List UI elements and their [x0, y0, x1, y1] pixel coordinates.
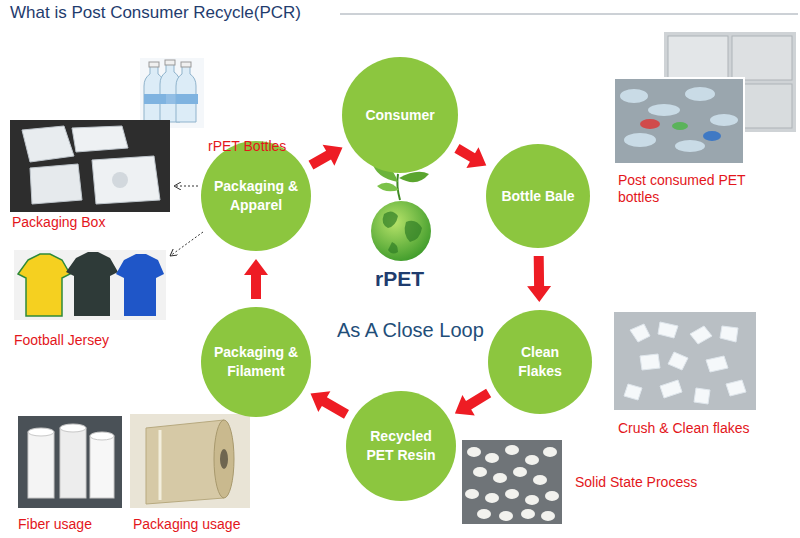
process-circle: Bottle Bale: [486, 144, 590, 248]
packaging-box-picture: [10, 120, 170, 212]
process-circle: Clean Flakes: [488, 310, 592, 414]
center-label: rPET: [375, 266, 424, 291]
flow-arrow: [455, 389, 491, 416]
process-circle: Consumer: [342, 57, 458, 173]
picture-caption: Post consumed PET bottles: [618, 172, 783, 206]
bale-picture: [614, 32, 796, 164]
flow-arrow: [244, 259, 268, 299]
leader-arrow: [174, 186, 198, 187]
node-label: Packaging & Apparel: [214, 177, 299, 215]
node-text-group: Packaging & Apparel: [214, 177, 299, 215]
picture-caption: rPET Bottles: [208, 138, 286, 155]
flakes-picture: [614, 312, 756, 410]
picture-caption: Crush & Clean flakes: [618, 420, 750, 437]
film-roll-picture: [130, 414, 250, 508]
node-label: Bottle Bale: [501, 187, 574, 206]
node-label: Packaging & Filament: [214, 343, 299, 381]
flow-arrow: [454, 144, 486, 168]
node-label: Clean Flakes: [500, 343, 581, 381]
picture-caption: Packaging usage: [133, 516, 240, 533]
picture-caption: Football Jersey: [14, 332, 109, 349]
process-circle: Packaging & Filament: [201, 307, 311, 417]
flow-arrow: [311, 391, 350, 419]
node-label: Consumer: [365, 106, 434, 125]
pellets-picture: [462, 440, 562, 524]
leader-arrow: [170, 232, 203, 256]
globe-icon: [371, 162, 431, 261]
node-text-group: Clean Flakes: [500, 343, 581, 381]
fiber-picture: [18, 416, 122, 508]
flow-arrow: [309, 145, 343, 170]
jersey-picture: [14, 250, 166, 320]
flow-arrow: [527, 256, 551, 302]
process-circle: Recycled PET Resin: [346, 391, 456, 501]
node-text-group: Consumer: [365, 106, 434, 125]
picture-caption: Fiber usage: [18, 516, 92, 533]
picture-caption: Packaging Box: [12, 214, 105, 231]
process-circle: Packaging & Apparel: [201, 141, 311, 251]
title-rule: [340, 14, 798, 15]
node-label: Recycled PET Resin: [359, 427, 444, 465]
node-text-group: Recycled PET Resin: [359, 427, 444, 465]
diagram-title: What is Post Consumer Recycle(PCR): [10, 3, 307, 23]
center-label: As A Close Loop: [337, 318, 484, 342]
picture-caption: Solid State Process: [575, 474, 697, 491]
bottles-picture: [140, 58, 204, 128]
node-text-group: Packaging & Filament: [214, 343, 299, 381]
node-text-group: Bottle Bale: [501, 187, 574, 206]
